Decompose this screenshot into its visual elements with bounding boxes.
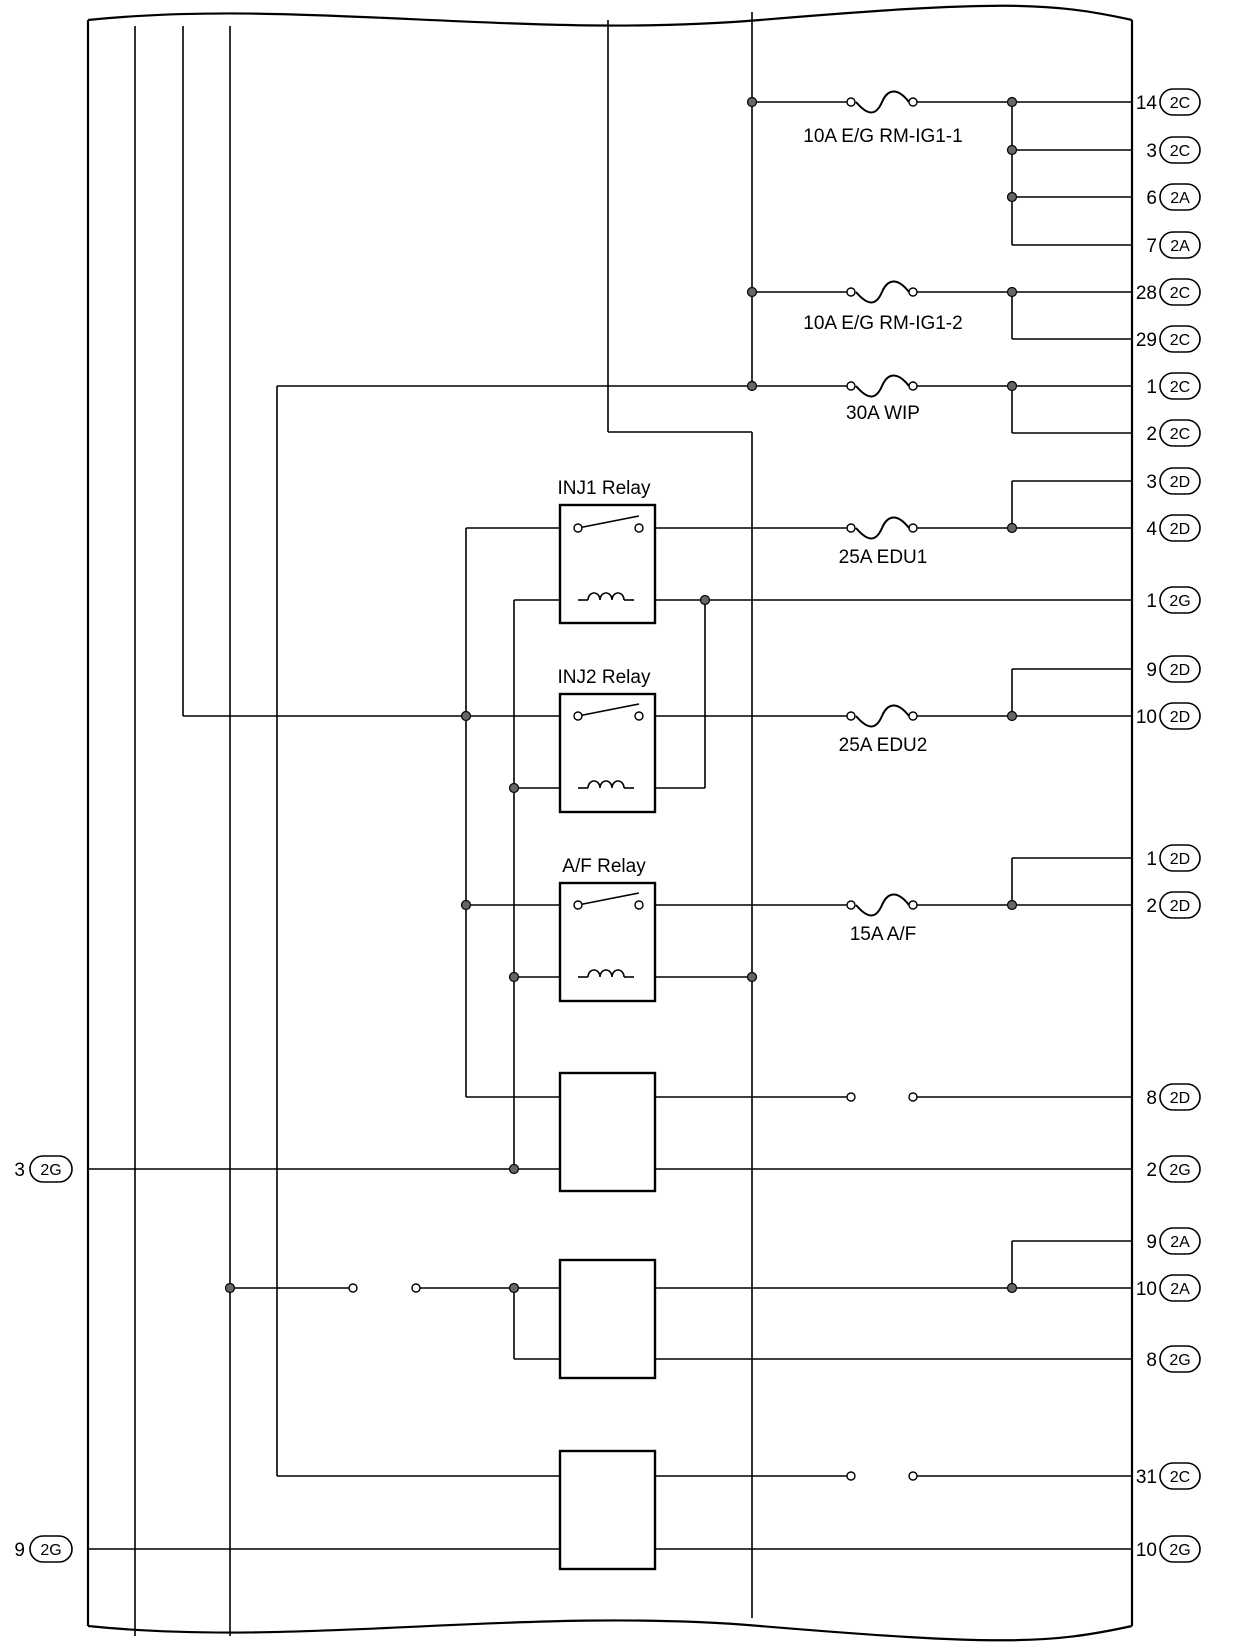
component-box-1 xyxy=(558,1071,657,1193)
connector-id: 2D xyxy=(1170,851,1190,868)
connector-id: 2D xyxy=(1170,521,1190,538)
relay-label: A/F Relay xyxy=(562,856,646,877)
pin-number: 10 xyxy=(1136,1279,1157,1300)
relay-label: INJ1 Relay xyxy=(558,478,651,499)
right-terminal: 29 2C xyxy=(1136,325,1201,353)
component-box-2 xyxy=(558,1258,657,1380)
pin-number: 9 xyxy=(1146,660,1157,681)
pin-number: 2 xyxy=(1146,424,1157,445)
fuse-label: 25A EDU2 xyxy=(839,735,928,756)
connector-id: 2G xyxy=(1169,1542,1190,1559)
connector-id: 2C xyxy=(1170,143,1190,160)
connector-id: 2G xyxy=(1169,593,1190,610)
pin-number: 3 xyxy=(14,1160,25,1181)
connector-id: 2C xyxy=(1170,285,1190,302)
open-terminals xyxy=(348,97,918,1481)
relay-af xyxy=(558,881,657,1003)
pin-number: 31 xyxy=(1136,1467,1157,1488)
right-terminal: 8 2D xyxy=(1146,1083,1201,1111)
pin-number: 8 xyxy=(1146,1350,1157,1371)
component-box-3 xyxy=(558,1449,657,1571)
connector-id: 2C xyxy=(1170,332,1190,349)
right-terminal: 9 2D xyxy=(1146,655,1201,683)
right-terminal: 7 2A xyxy=(1146,231,1201,259)
relay-wiring xyxy=(183,480,1132,978)
connector-id: 2C xyxy=(1170,426,1190,443)
connector-id: 2A xyxy=(1170,238,1190,255)
left-terminal: 9 2G xyxy=(14,1535,73,1563)
right-terminal: 2 2D xyxy=(1146,891,1201,919)
right-terminal: 1 2C xyxy=(1146,372,1201,400)
pin-number: 2 xyxy=(1146,896,1157,917)
junction-dots xyxy=(224,96,1018,1294)
pin-number: 28 xyxy=(1136,283,1157,304)
pin-number: 9 xyxy=(1146,1232,1157,1253)
connector-id: 2D xyxy=(1170,474,1190,491)
relay-inj1 xyxy=(558,503,657,625)
left-terminal: 3 2G xyxy=(14,1155,73,1183)
pin-number: 10 xyxy=(1136,1540,1157,1561)
connector-id: 2D xyxy=(1170,898,1190,915)
fuse-label: 25A EDU1 xyxy=(839,547,928,568)
right-terminal: 8 2G xyxy=(1146,1345,1201,1373)
right-terminal: 28 2C xyxy=(1136,278,1201,306)
connector-id: 2D xyxy=(1170,1090,1190,1107)
fuse-label: 30A WIP xyxy=(846,403,920,424)
fuse-label: 10A E/G RM-IG1-1 xyxy=(803,126,962,147)
connector-id: 2A xyxy=(1170,1234,1190,1251)
connector-id: 2A xyxy=(1170,190,1190,207)
right-terminal: 14 2C xyxy=(1136,88,1201,116)
pin-number: 1 xyxy=(1146,591,1157,612)
connector-id: 2G xyxy=(40,1542,61,1559)
pin-number: 8 xyxy=(1146,1088,1157,1109)
connector-id: 2G xyxy=(1169,1352,1190,1369)
pin-number: 7 xyxy=(1146,236,1157,257)
pin-number: 3 xyxy=(1146,141,1157,162)
right-terminal: 2 2C xyxy=(1146,419,1201,447)
connector-id: 2C xyxy=(1170,1469,1190,1486)
right-terminal: 10 2D xyxy=(1136,702,1201,730)
pin-number: 10 xyxy=(1136,707,1157,728)
pin-number: 1 xyxy=(1146,377,1157,398)
fuse-symbols xyxy=(855,90,910,917)
pin-number: 3 xyxy=(1146,472,1157,493)
relay-inj2 xyxy=(558,692,657,814)
right-terminal: 2 2G xyxy=(1146,1155,1201,1183)
pin-number: 29 xyxy=(1136,330,1157,351)
connector-id: 2G xyxy=(40,1162,61,1179)
pin-number: 2 xyxy=(1146,1160,1157,1181)
connector-id: 2D xyxy=(1170,662,1190,679)
fuse-label: 10A E/G RM-IG1-2 xyxy=(803,313,962,334)
right-terminal: 3 2D xyxy=(1146,467,1201,495)
right-terminal: 31 2C xyxy=(1136,1462,1201,1490)
connector-id: 2C xyxy=(1170,95,1190,112)
connector-id: 2G xyxy=(1169,1162,1190,1179)
connector-id: 2A xyxy=(1170,1281,1190,1298)
vertical-buses xyxy=(134,12,753,1636)
right-terminal: 1 2G xyxy=(1146,586,1201,614)
pin-number: 4 xyxy=(1146,519,1157,540)
right-terminal: 3 2C xyxy=(1146,136,1201,164)
pin-number: 9 xyxy=(14,1540,25,1561)
connector-id: 2D xyxy=(1170,709,1190,726)
pin-number: 14 xyxy=(1136,93,1158,114)
connector-id: 2C xyxy=(1170,379,1190,396)
fuse-wiring xyxy=(277,101,1132,434)
pin-number: 1 xyxy=(1146,849,1157,870)
right-terminal: 6 2A xyxy=(1146,183,1201,211)
fuse-label: 15A A/F xyxy=(850,924,917,945)
frame-border xyxy=(86,4,1134,1642)
pin-number: 6 xyxy=(1146,188,1157,209)
relay-label: INJ2 Relay xyxy=(558,667,651,688)
right-terminal: 10 2G xyxy=(1136,1535,1201,1563)
right-terminal: 9 2A xyxy=(1146,1227,1201,1255)
right-terminal: 10 2A xyxy=(1136,1274,1201,1302)
right-terminal: 4 2D xyxy=(1146,514,1201,542)
right-terminal: 1 2D xyxy=(1146,844,1201,872)
